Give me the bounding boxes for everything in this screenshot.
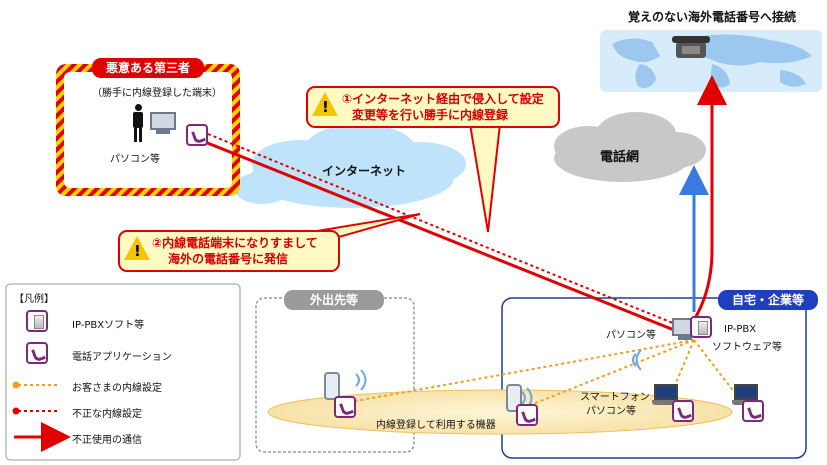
phone-app-icon [742,400,764,422]
callout-impersonation-line2: 海外の電話番号に発信 [168,252,289,266]
phone-app-icon [672,400,694,422]
outside-tag: 外出先等 [284,290,384,310]
internet-cloud [234,124,466,208]
home-tag: 自宅・企業等 [718,290,818,310]
legend-phone-app-icon [26,342,48,364]
internet-label: インターネット [322,164,407,178]
legend-ip-pbx-icon [26,310,48,332]
home-pc-label: パソコン等 [606,330,656,341]
phone-network-cloud [554,112,706,182]
legend-title: 【凡例】 [14,294,54,305]
fraud-extension-line [207,133,691,331]
home-pbx-label-1: IP-PBX [724,324,757,335]
callout-intrusion: ①インターネット経由で侵入して設定 変更等を行い勝手に内線登録 [306,86,560,128]
warning-icon [124,236,150,260]
legend-label-legit: お客さまの内線設定 [72,383,162,394]
smartphone-pc-label-2: パソコン等 [586,406,636,417]
world-map-icon [600,30,822,92]
legend-label-app: 電話アプリケーション [72,352,172,363]
person-icon [132,104,144,144]
callout-impersonation: ②内線電話端末になりすまして 海外の電話番号に発信 [118,230,340,272]
phone-app-icon [516,404,538,426]
attacker-pc-icon [150,112,176,136]
laptop-icon [652,384,682,406]
legend-label-fraud: 不正な内線設定 [72,409,142,420]
attacker-tag: 悪意ある第三者 [92,58,204,78]
warning-mark: ! [322,98,329,116]
callout-intrusion-line1: ①インターネット経由で侵入して設定 [342,92,544,106]
legend-box [5,283,241,461]
phone-network-label: 電話網 [600,150,640,165]
smartphone-icon [324,372,340,400]
smartphone-pc-label-1: スマートフォン [580,392,650,403]
home-pbx-label-2: ソフトウェア等 [712,342,782,353]
devices-ellipse [267,389,733,435]
phone-app-icon [334,396,356,418]
legend-label-comm: 不正使用の通信 [72,435,142,446]
desk-phone-icon [672,36,710,58]
attacker-subtitle: （勝手に内線登録した端末） [92,88,222,99]
title: 覚えのない海外電話番号へ接続 [628,10,797,24]
legend-label-pbx: IP-PBXソフト等 [72,320,145,331]
devices-label: 内線登録して利用する機器 [376,420,496,431]
warning-icon [312,92,338,116]
callout-intrusion-line2: 変更等を行い勝手に内線登録 [352,108,509,122]
callout1-tail [468,123,502,233]
warning-mark: ! [134,242,141,260]
attacker-pc-label: パソコン等 [110,154,160,165]
home-ip-pbx-icon [690,316,712,338]
attacker-phone-app-icon [186,124,208,146]
callout-impersonation-line1: ②内線電話端末になりすまして [152,236,318,250]
